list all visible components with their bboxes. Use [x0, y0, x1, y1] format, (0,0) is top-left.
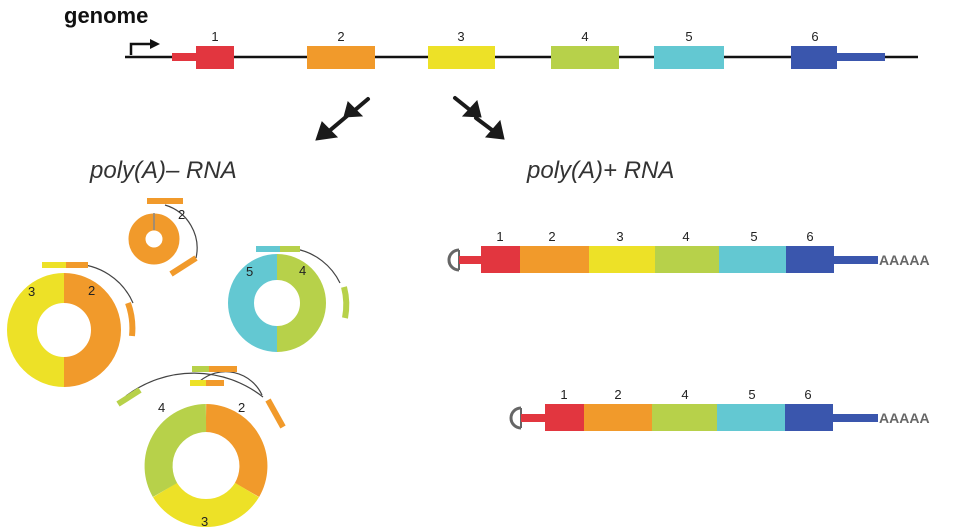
genome-exon-5: [654, 46, 724, 69]
genome-exon-5-label: 5: [685, 29, 692, 44]
circrna-large-label-4: 4: [158, 400, 165, 415]
circrna-right-arc: [295, 248, 341, 284]
mrna-full-utr3: [832, 256, 878, 264]
circrna-right-label-4: 4: [299, 263, 306, 278]
circrna-large-label-3: 3: [201, 514, 208, 529]
genome-exon-3: [428, 46, 495, 69]
circrna-small-label-2: 2: [178, 207, 185, 222]
mrna-skipped-label-4: 4: [681, 387, 688, 402]
circrna-large-read-e: [206, 380, 224, 386]
arrowhead-left-upper-icon: [343, 101, 364, 118]
genome-exon-1: [196, 46, 234, 69]
circrna-small-read-2: [169, 255, 198, 277]
arrow-right-lower: [474, 116, 494, 132]
mrna-skipped: 1 2 4 5 6 AAAAA: [509, 387, 930, 431]
mrna-full-exon-2: [520, 246, 589, 273]
circrna-large-label-2: 2: [238, 400, 245, 415]
genome-title: genome: [64, 3, 148, 28]
genome-exon-4-label: 4: [581, 29, 588, 44]
genome-utr-3: [835, 53, 885, 61]
polyA-plus-title: poly(A)+ RNA: [526, 157, 674, 184]
mrna-full-exon-4: [655, 246, 719, 273]
circrna-large-read-d: [190, 380, 206, 386]
promoter-arrowhead-icon: [150, 39, 160, 49]
mrna-full-exon-1: [481, 246, 520, 273]
mrna-skipped-utr5: [521, 414, 547, 422]
mrna-full-utr5: [459, 256, 483, 264]
mrna-skipped-exon-4: [652, 404, 717, 431]
circrna-right: 5 4: [228, 246, 350, 352]
mrna-full-label-4: 4: [682, 229, 689, 244]
arrow-left-upper: [353, 97, 370, 112]
circrna-large-seg-4: [144, 404, 207, 497]
circrna-right-read-b: [280, 246, 300, 252]
genome-exon-3-label: 3: [457, 29, 464, 44]
arrowhead-right-upper-icon: [461, 99, 482, 118]
arrowhead-right-lower-icon: [484, 119, 505, 140]
arrowhead-left-lower-icon: [315, 121, 339, 141]
circrna-right-read-a: [256, 246, 280, 252]
genome-exon-2-label: 2: [337, 29, 344, 44]
circrna-right-seg-4: [276, 254, 326, 352]
genome-exon-2: [307, 46, 375, 69]
circrna-large-read-a: [116, 387, 142, 407]
promoter-arrow-icon: [129, 42, 152, 55]
mrna-full-label-2: 2: [548, 229, 555, 244]
circrna-left-read-b: [66, 262, 88, 268]
mrna-full-exon-5: [719, 246, 786, 273]
circrna-large-seg-3: [153, 482, 259, 528]
mrna-full: 1 2 3 4 5 6 AAAAA: [447, 229, 930, 273]
circrna-large-read-b: [192, 366, 209, 372]
mrna-skipped-exon-5: [717, 404, 785, 431]
mrna-skipped-exon-6: [785, 404, 833, 431]
circrna-left-label-3: 3: [28, 284, 35, 299]
circrna-large: 4 2 3: [116, 366, 286, 529]
mrna-skipped-label-6: 6: [804, 387, 811, 402]
circrna-small: 2: [128, 198, 198, 277]
circrna-left-label-2: 2: [88, 283, 95, 298]
polyA-minus-title: poly(A)– RNA: [89, 157, 237, 184]
mrna-skipped-label-1: 1: [560, 387, 567, 402]
circrna-large-seg-2: [205, 404, 268, 497]
circrna-large-arc-inner: [199, 371, 263, 396]
mrna-skipped-label-2: 2: [614, 387, 621, 402]
mrna-full-label-6: 6: [806, 229, 813, 244]
mrna-full-polya-tail: AAAAA: [879, 252, 930, 268]
circrna-right-read-c: [341, 286, 350, 319]
genome-exon-4: [551, 46, 619, 69]
genome-utr-5: [172, 53, 198, 61]
genome-exon-6-label: 6: [811, 29, 818, 44]
mrna-full-exon-6: [786, 246, 834, 273]
mrna-full-label-5: 5: [750, 229, 757, 244]
arrow-left-lower: [326, 114, 349, 134]
genome-exon-6: [791, 46, 837, 69]
mrna-skipped-exon-1: [545, 404, 584, 431]
circrna-left-read-a: [42, 262, 66, 268]
circrna-right-seg-5: [228, 254, 278, 352]
split-arrows: [315, 96, 505, 141]
mrna-skipped-utr3: [831, 414, 878, 422]
circrna-right-label-5: 5: [246, 264, 253, 279]
circrna-left-seg-2: [63, 273, 121, 387]
genome-exon-1-label: 1: [211, 29, 218, 44]
mrna-full-label-3: 3: [616, 229, 623, 244]
circrna-small-arc: [164, 204, 198, 259]
genome-track: genome 1 2 3 4 5 6: [64, 3, 918, 69]
circrna-left: 3 2: [7, 262, 136, 387]
circrna-small-read-1: [147, 198, 183, 204]
mrna-skipped-exon-2: [584, 404, 652, 431]
circrna-large-arc-outer: [125, 372, 264, 398]
mrna-skipped-polya-tail: AAAAA: [879, 410, 930, 426]
mrna-full-cap-icon: [447, 248, 460, 272]
circrna-large-read-c: [209, 366, 237, 372]
mrna-skipped-cap-icon: [509, 406, 522, 430]
mrna-full-label-1: 1: [496, 229, 503, 244]
circrna-large-read-f: [265, 398, 286, 429]
circrna-left-read-c: [125, 301, 136, 337]
mrna-full-exon-3: [589, 246, 655, 273]
arrow-right-upper: [453, 96, 472, 112]
circrna-left-seg-3: [7, 273, 65, 387]
mrna-skipped-label-5: 5: [748, 387, 755, 402]
